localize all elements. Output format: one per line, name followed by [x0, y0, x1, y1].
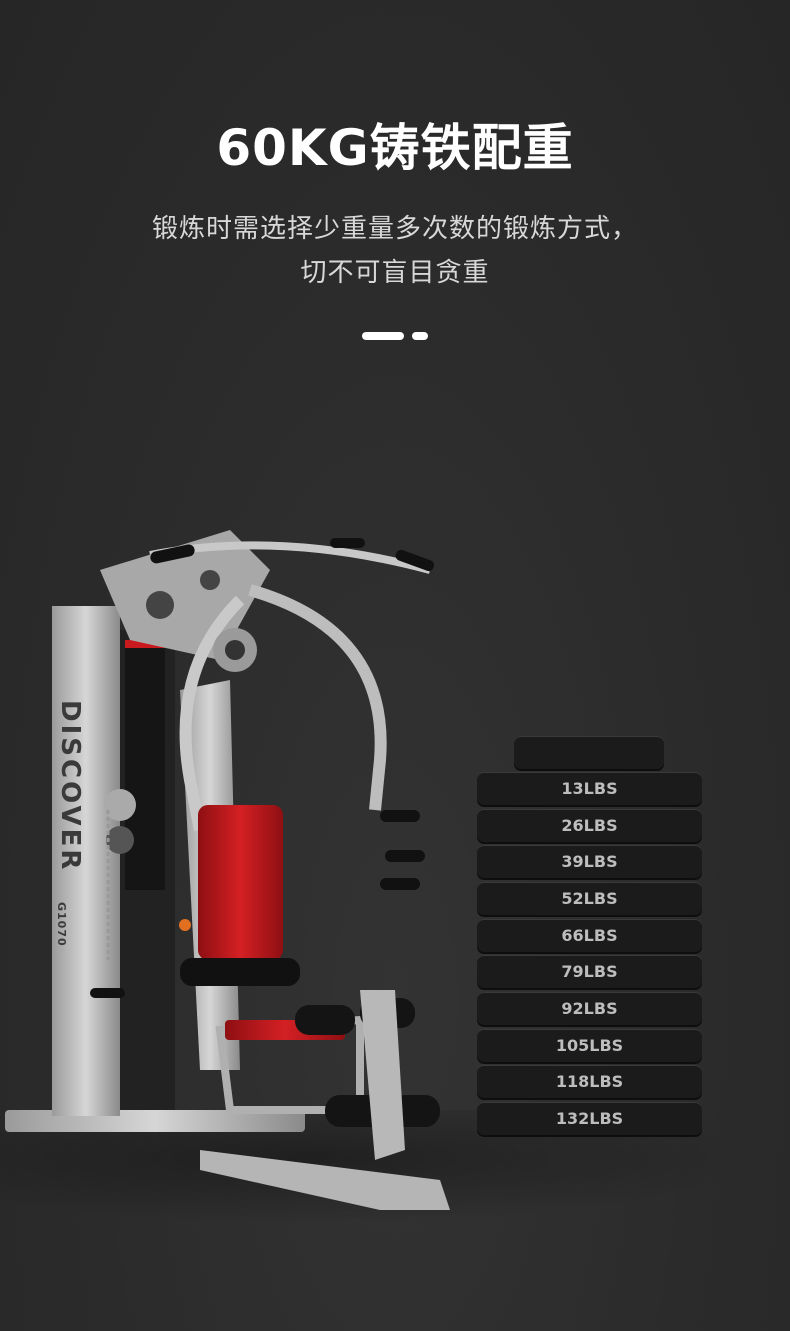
weight-plate: 66LBS — [477, 919, 702, 952]
subtitle-line-1: 锻炼时需选择少重量多次数的锻炼方式， — [151, 214, 638, 244]
model-number-text: G1070 — [55, 902, 68, 947]
brand-logo-text: DISCOVER — [55, 700, 85, 872]
weight-plate: 13LBS — [477, 772, 702, 805]
weight-plate: 92LBS — [477, 992, 702, 1025]
weight-plate: 105LBS — [477, 1029, 702, 1062]
weight-stack-top-plate — [514, 736, 664, 769]
page-title: 60KG铸铁配重 — [216, 119, 574, 177]
weight-plate: 39LBS — [477, 845, 702, 878]
weight-plate: 132LBS — [477, 1102, 702, 1135]
divider-short — [412, 332, 428, 340]
home-gym-machine-image: DISCOVER G1070 — [5, 530, 450, 1210]
weight-plate: 26LBS — [477, 809, 702, 842]
weight-plate: 52LBS — [477, 882, 702, 915]
weight-plate: 79LBS — [477, 955, 702, 988]
weight-plate: 118LBS — [477, 1065, 702, 1098]
subtitle-line-2: 切不可盲目贪重 — [300, 258, 490, 288]
divider-long — [362, 332, 404, 340]
